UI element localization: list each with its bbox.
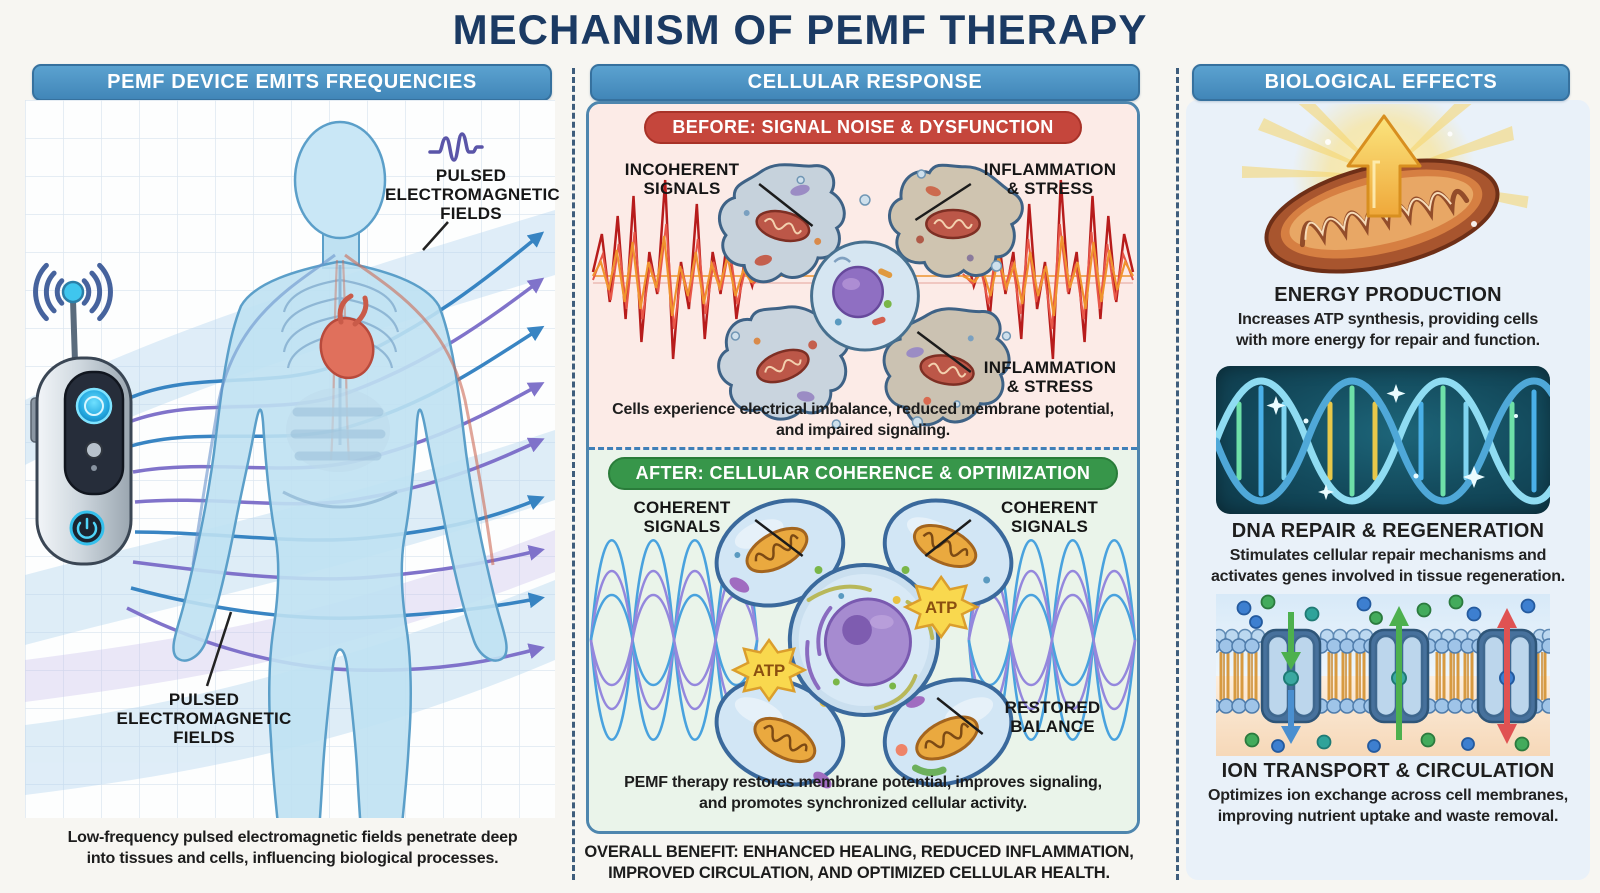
leader-inflammation-top [914, 182, 972, 222]
dna-strand-b [1216, 377, 1550, 505]
sparkle-stars [1266, 384, 1518, 500]
transport-arrow-double-red [1497, 608, 1517, 744]
left-middle-divider [572, 68, 575, 880]
leader-restored [936, 697, 984, 735]
pemf-device-body-illustration [25, 100, 555, 818]
energy-production-title: ENERGY PRODUCTION [1274, 284, 1502, 306]
incoherent-signals-label: INCOHERENT SIGNALS [624, 160, 740, 199]
up-arrow-icon [1346, 114, 1422, 218]
lipid-tails [1219, 652, 1547, 700]
ions [1236, 594, 1536, 753]
healthy-cell [714, 677, 846, 789]
pulse-waveform-icon [428, 132, 484, 162]
coherent-signals-label-right: COHERENT SIGNALS [1001, 498, 1098, 537]
damaged-cell [704, 149, 860, 296]
healthy-cell [882, 498, 1014, 608]
nucleus [832, 265, 885, 319]
signal-waves-icon [33, 262, 113, 322]
leader-inflammation-bottom [916, 330, 972, 374]
dna-repair-title: DNA REPAIR & REGENERATION [1231, 520, 1545, 542]
restored-balance-label: RESTORED BALANCE [1004, 698, 1101, 737]
atp-text: ATP [753, 661, 785, 680]
transport-arrow-down-blue [1281, 690, 1301, 744]
overall-benefit-text: OVERALL BENEFIT: ENHANCED HEALING, REDUC… [584, 843, 1134, 883]
damaged-cell [709, 293, 857, 431]
human-body-figure [172, 120, 508, 818]
head [293, 120, 387, 240]
page-title: MECHANISM OF PEMF THERAPY [452, 6, 1148, 53]
dna-strand-a [1216, 377, 1550, 505]
ion-channel [1260, 628, 1322, 724]
dna-repair-desc: Stimulates cellular repair mechanisms an… [1210, 547, 1566, 586]
atp-badge: ATP [902, 574, 980, 640]
damaged-cell [873, 143, 1035, 298]
inflammation-stress-label-top: INFLAMMATION & STRESS [983, 160, 1117, 199]
leader-line-top-label [422, 221, 449, 251]
anatomy-hints [191, 253, 495, 566]
noise-waveform-left [591, 179, 770, 360]
dna-image-frame [1216, 366, 1550, 514]
after-cells-illustration: ATP ATP [589, 498, 1137, 789]
ion-transport-title: ION TRANSPORT & CIRCULATION [1221, 760, 1555, 782]
pulsed-fields-label-bottom: PULSED ELECTROMAGNETIC FIELDS [116, 690, 292, 748]
central-cell-before [810, 240, 920, 352]
after-caption: PEMF therapy restores membrane potential… [624, 774, 1102, 813]
inflammation-stress-label-bottom: INFLAMMATION & STRESS [983, 358, 1117, 397]
atp-text: ATP [925, 598, 957, 617]
after-badge: AFTER: CELLULAR COHERENCE & OPTIMIZATION [607, 457, 1119, 490]
dna-helix-illustration [1216, 377, 1550, 505]
before-badge: BEFORE: SIGNAL NOISE & DYSFUNCTION [644, 111, 1082, 144]
pemf-device-illustration [30, 262, 133, 566]
power-icon [76, 517, 98, 539]
pulsed-fields-label-top: PULSED ELECTROMAGNETIC FIELDS [385, 166, 560, 224]
after-section: ATP ATP AFTER: CELLULAR COHERENCE & OPTI… [589, 450, 1137, 831]
cell-membrane-illustration [1216, 594, 1550, 756]
debris-bubbles [730, 169, 1012, 429]
antenna-ball [61, 280, 85, 304]
before-cells-illustration [591, 143, 1135, 437]
heart [319, 293, 375, 380]
cellular-response-box: BEFORE: SIGNAL NOISE & DYSFUNCTION INCOH… [586, 101, 1140, 834]
leader-coherent-right [924, 519, 972, 557]
sparkles [1325, 131, 1477, 227]
healthy-cell [882, 677, 1014, 787]
before-caption: Cells experience electrical imbalance, r… [612, 401, 1114, 440]
atp-badge: ATP [730, 637, 808, 703]
transport-arrow-down-green [1281, 612, 1301, 670]
coherent-signals-label-left: COHERENT SIGNALS [633, 498, 731, 537]
central-cell-after [787, 563, 941, 717]
nucleus [823, 597, 912, 687]
body-silhouette [172, 260, 508, 818]
leader-coherent-left [754, 519, 804, 557]
middle-right-divider [1176, 68, 1179, 880]
ion-transport-desc: Optimizes ion exchange across cell membr… [1207, 787, 1569, 826]
right-panel-header: BIOLOGICAL EFFECTS [1192, 64, 1570, 101]
leader-incoherent [758, 183, 814, 227]
energy-production-desc: Increases ATP synthesis, providing cells… [1236, 311, 1540, 350]
middle-panel-header: CELLULAR RESPONSE [590, 64, 1140, 101]
transport-arrow-up-green [1389, 606, 1409, 740]
healthy-cell [714, 498, 846, 608]
left-panel-caption: Low-frequency pulsed electromagnetic fie… [67, 829, 518, 867]
device-mode-button [75, 387, 113, 425]
before-section: BEFORE: SIGNAL NOISE & DYSFUNCTION INCOH… [589, 104, 1137, 450]
left-panel-header: PEMF DEVICE EMITS FREQUENCIES [32, 64, 552, 101]
leader-line-bottom-label [205, 611, 233, 687]
dna-rungs [1236, 385, 1537, 497]
device-sensor [85, 441, 103, 459]
mitochondria-energy-illustration [1242, 104, 1529, 274]
antenna [70, 299, 78, 363]
